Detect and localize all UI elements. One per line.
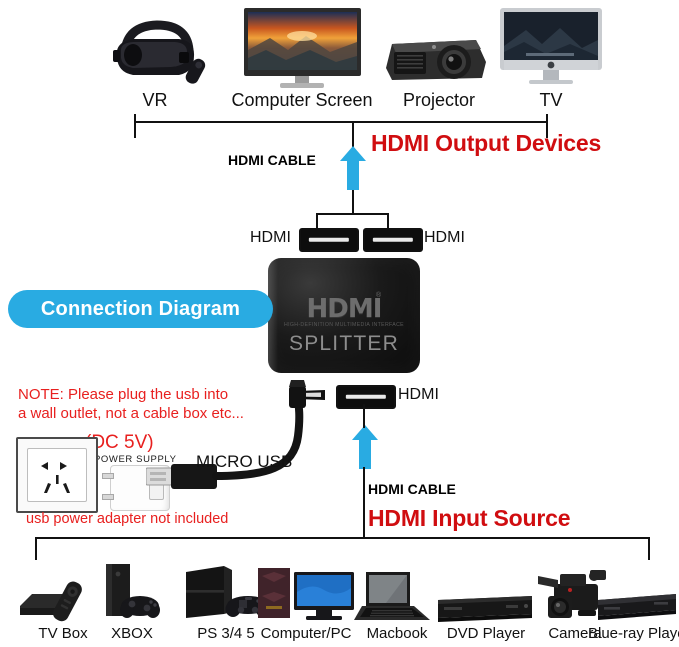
output-device-label-vr: VR [142,90,168,110]
monitor-icon [240,6,365,90]
output-device-label-tv: TV [539,90,563,110]
bracket-left-riser-top [134,114,136,138]
connection-diagram-badge: Connection Diagram [8,290,273,328]
bracket-right-riser-bottom [648,537,650,560]
micro-usb-cable-icon [145,380,326,505]
adapter-prong-bottom [102,494,114,500]
bracket-left-riser-bottom [35,537,37,560]
input-direction-arrow [352,425,378,474]
output-direction-arrow [340,146,366,195]
trunk-output-lower [352,188,354,214]
splitter-brand-text: HDMI [306,294,383,324]
port-bracket-right-riser [387,213,389,229]
power-note-line-1: NOTE: Please plug the usb into [18,386,229,403]
port-bracket-horizontal [316,213,388,215]
xbox-console-icon [96,564,168,624]
splitter-brand-subtitle: HIGH-DEFINITION MULTIMEDIA INTERFACE [283,322,404,328]
splitter-registered-mark: ® [376,292,382,299]
input-device-label-ps: PS 3/4 5 [197,625,255,642]
input-device-label-computer-pc: Computer/PC [260,625,352,642]
port-bracket-left-riser [316,213,318,229]
input-device-label-camera: Camera [548,625,602,642]
trunk-input-lower [363,467,365,539]
hdmi-input-port-label: HDMI [398,386,439,403]
splitter-model-text: SPLITTER [289,332,399,355]
desktop-pc-icon [254,566,358,624]
vr-headset-icon [95,12,215,90]
power-adapter-disclaimer: usb power adapter not included [26,511,229,527]
connection-diagram-badge-label: Connection Diagram [40,297,241,320]
bracket-horizontal-bottom [35,537,650,539]
hdmi-input-port [336,385,396,409]
trunk-input-upper [363,404,365,428]
output-cable-label: HDMI CABLE [228,152,316,168]
output-device-label-projector: Projector [402,90,476,110]
power-dc-label: (DC 5V) [85,432,154,453]
output-section-heading: HDMI Output Devices [371,130,602,156]
bracket-horizontal-top [134,121,548,123]
dvd-player-icon [436,592,536,624]
input-device-label-xbox: XBOX [111,625,153,642]
laptop-icon [352,570,442,624]
camcorder-icon [534,566,614,624]
input-cable-label: HDMI CABLE [368,481,456,497]
projector-icon [378,22,496,88]
wall-outlet-icon [16,437,98,513]
input-device-label-dvd-player: DVD Player [446,625,526,642]
hdmi-output-port-left [299,228,359,252]
hdmi-output-port-left-label: HDMI [250,229,291,246]
hdmi-splitter-device: HDMI ® HIGH-DEFINITION MULTIMEDIA INTERF… [268,258,420,373]
input-device-label-macbook: Macbook [366,625,428,642]
trunk-output-upper [352,121,354,148]
bluray-player-icon [596,590,679,624]
input-device-label-tv-box: TV Box [38,625,88,642]
tv-box-icon [18,578,108,624]
bracket-right-riser-top [546,114,548,138]
power-note-line-2: a wall outlet, not a cable box etc... [18,405,244,422]
adapter-prong-top [102,473,114,479]
input-section-heading: HDMI Input Source [368,505,571,531]
input-device-label-bluray-player: Blue-ray Player [588,625,679,642]
output-device-label-computer-screen: Computer Screen [231,90,373,110]
hdmi-output-port-right [363,228,423,252]
hdmi-output-port-right-label: HDMI [424,229,465,246]
imac-tv-icon [496,6,606,90]
power-supply-label: POWER SUPPLY [94,454,177,465]
micro-usb-cable-label: MICRO USB [196,452,293,471]
